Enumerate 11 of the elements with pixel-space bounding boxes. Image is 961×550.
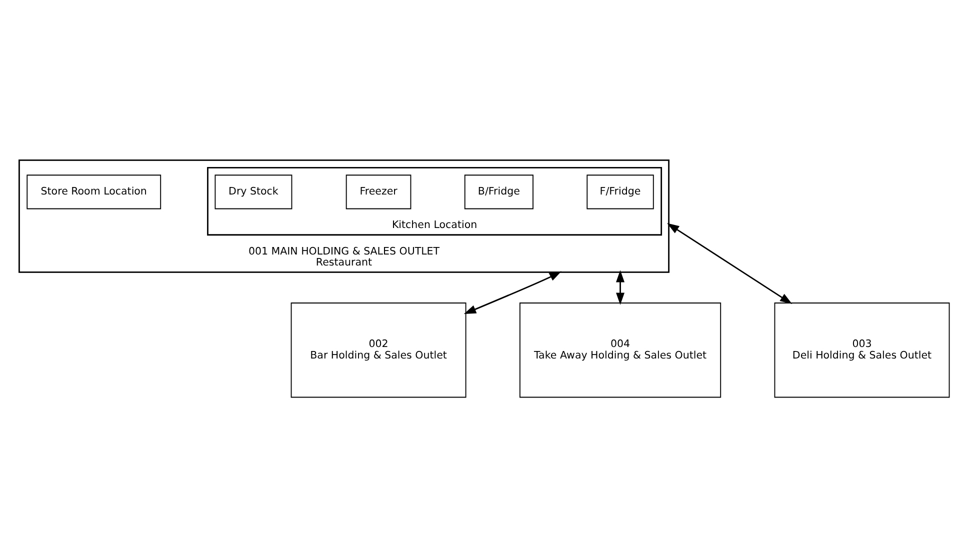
node-box: Freezer (346, 174, 412, 210)
arrow (616, 270, 625, 305)
node-box: B/Fridge (464, 174, 534, 210)
node-box: Dry Stock (214, 174, 292, 210)
arrow (667, 223, 792, 304)
arrow (464, 271, 562, 314)
node-box: Store Room Location (26, 174, 162, 210)
node-box: 004 Take Away Holding & Sales Outlet (519, 302, 722, 398)
node-box: F/Fridge (586, 174, 654, 210)
node-box: 002 Bar Holding & Sales Outlet (290, 302, 466, 398)
node-box: 003 Deli Holding & Sales Outlet (774, 302, 950, 398)
